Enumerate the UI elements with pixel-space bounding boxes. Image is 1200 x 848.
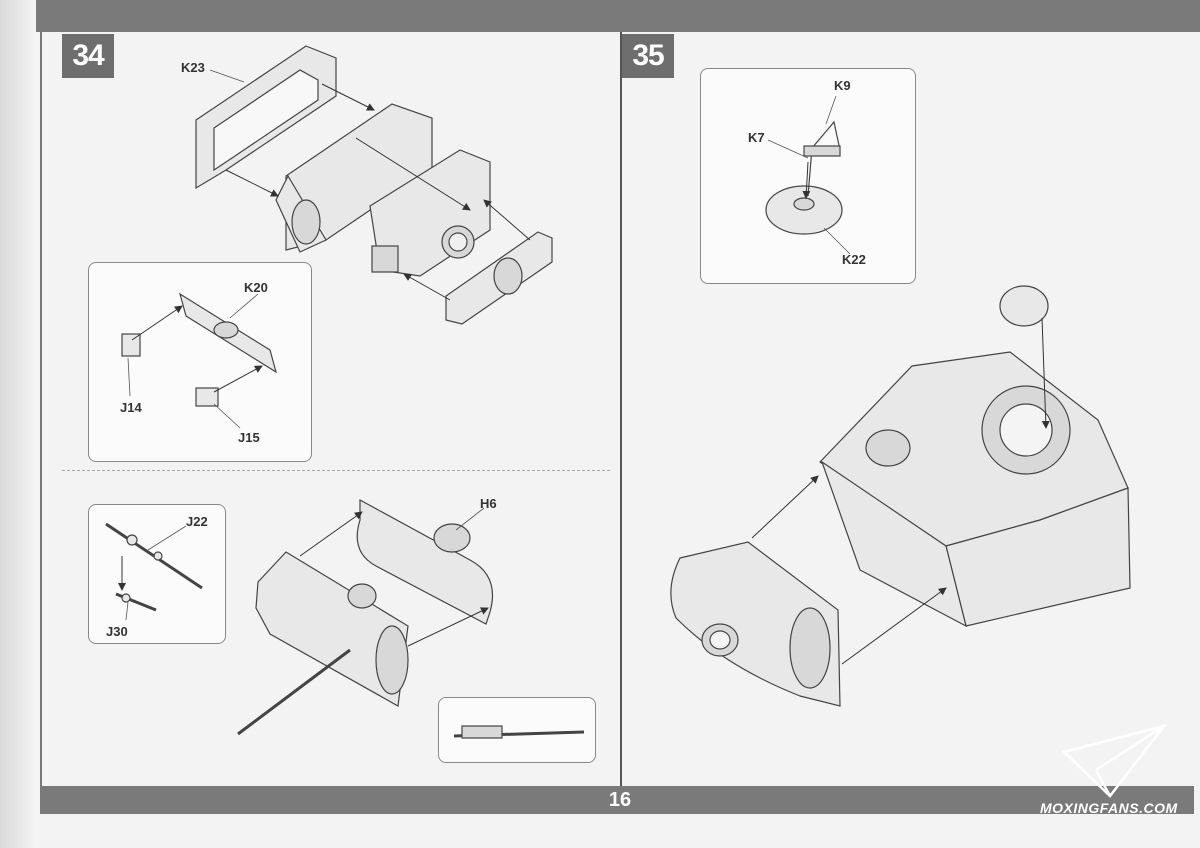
part-k20-plate [179,292,277,374]
label-j22: J22 [186,514,208,529]
part-j22-gun [105,522,203,590]
step-34-badge: 34 [62,34,114,78]
part-mantlet-housing [275,103,491,277]
label-k9: K9 [834,78,851,93]
label-j14: J14 [120,400,142,415]
part-k22-hatch [765,120,843,235]
top-bar [36,0,1200,32]
left-border [40,32,42,786]
part-j15 [195,387,219,407]
part-h6 [356,498,494,625]
step-35-badge: 35 [622,34,674,78]
subassembly-box-k22 [700,68,916,284]
part-j30 [115,592,157,612]
label-k22: K22 [842,252,866,267]
page-spine [0,0,36,848]
part-reference-gun [453,725,585,739]
label-j30: J30 [106,624,128,639]
paper-plane-logo-icon [1061,723,1168,798]
watermark-text: MOXINGFANS.COM [1040,800,1178,816]
label-k23: K23 [181,60,205,75]
label-h6: H6 [480,496,497,511]
label-j15: J15 [238,430,260,445]
dashed-separator [62,470,610,471]
center-divider [620,32,622,786]
part-gun-housing [237,551,409,736]
part-k23-frame [195,45,337,190]
part-j14 [121,333,141,357]
part-turret [819,285,1131,628]
subassembly-box-k20 [88,262,312,462]
bottom-bar [40,786,1194,814]
page-number: 16 [608,789,632,811]
part-front-plate [445,231,553,325]
label-k7: K7 [748,130,765,145]
label-k20: K20 [244,280,268,295]
part-mantlet-front [670,541,841,707]
